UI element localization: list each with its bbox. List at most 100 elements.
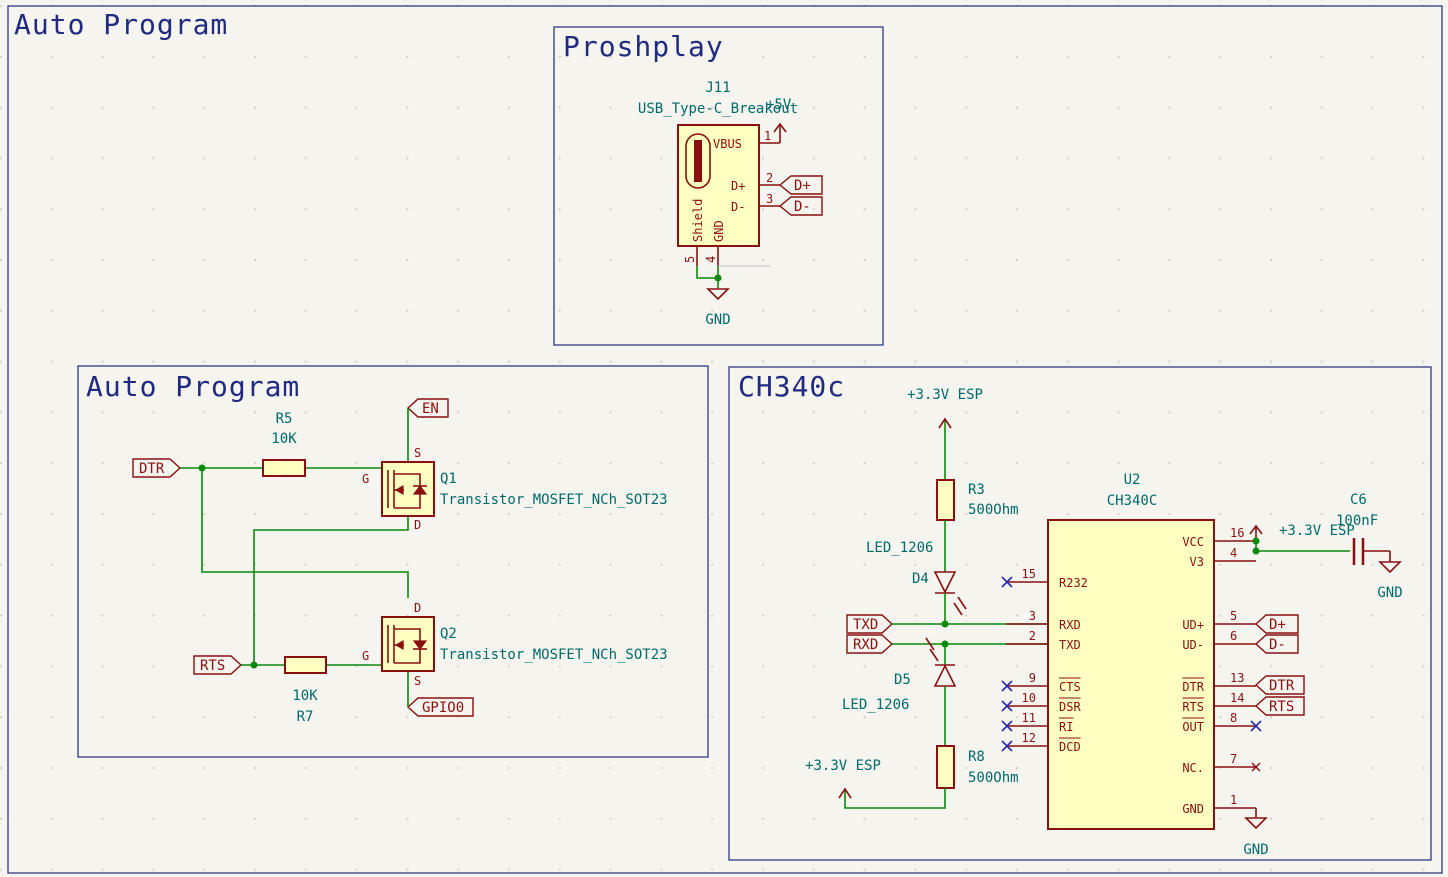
mosfet-q1[interactable]: S G D Q1 Transistor_MOSFET_NCh_SOT23 [362, 446, 668, 532]
u2-pin-name: RI [1059, 720, 1073, 734]
led-d5[interactable]: D5 LED_1206 [842, 637, 957, 713]
ch340c-frame: CH340c [728, 366, 1432, 861]
txd-label-ch340: TXD [846, 614, 894, 634]
j11-ref: J11 [705, 80, 730, 96]
j11-pin-vbus-name: VBUS [713, 137, 742, 151]
j11-pin-shield-name: Shield [691, 199, 705, 242]
u2-pin-name: UD- [1182, 638, 1204, 652]
power-3v3-vcc-label: +3.3V ESP [1279, 523, 1355, 539]
u2-pin-name: OUT [1182, 720, 1204, 734]
power-3v3-top: +3.3V ESP [907, 387, 983, 480]
u2-pin-name: RTS [1182, 700, 1204, 714]
rts-label-auto: RTS [193, 655, 243, 675]
gpio0-label: GPIO0 [406, 697, 474, 717]
sheet-frame [7, 5, 1443, 874]
gnd-j11-label: GND [705, 312, 730, 328]
q1-value: Transistor_MOSFET_NCh_SOT23 [440, 492, 668, 508]
u2-pin-num: 11 [1022, 711, 1036, 725]
svg-text:DTR: DTR [1269, 678, 1295, 694]
q2-ref: Q2 [440, 626, 457, 642]
j11-pin-dm-num: 3 [766, 192, 773, 206]
svg-text:GPIO0: GPIO0 [422, 700, 464, 716]
usb-dp-label: D+ [778, 175, 823, 195]
ic-u2-ch340c[interactable]: U2 CH340C [1047, 472, 1215, 830]
shield-gnd-wire [696, 266, 718, 279]
u2-pin-ud: 5UD+ [1182, 609, 1256, 632]
r8-value: 500Ohm [968, 770, 1019, 786]
r7-value: 10K [292, 688, 318, 704]
sheet-title: Auto Program [14, 8, 228, 41]
r7-ref: R7 [297, 709, 314, 725]
u2-pin-name: RXD [1059, 618, 1081, 632]
resistor-r8[interactable]: R8 500Ohm [936, 745, 1019, 789]
capacitor-c6[interactable]: C6 100nF GND [1336, 492, 1403, 601]
r3-value: 500Ohm [968, 502, 1019, 518]
q1-pin-g: G [362, 472, 369, 486]
d5-value: LED_1206 [842, 697, 909, 713]
dm-label-ch340: D- [1254, 634, 1299, 654]
svg-text:D+: D+ [1269, 617, 1286, 633]
rxd-label-ch340: RXD [846, 634, 894, 654]
power-5v-symbol: +5V [766, 97, 792, 143]
q2-pin-s: S [414, 674, 421, 688]
u2-ref: U2 [1124, 472, 1141, 488]
u2-pin-name: R232 [1059, 576, 1088, 590]
svg-text:D+: D+ [794, 178, 811, 194]
u2-pin-ud: 6UD- [1182, 629, 1256, 652]
dtr-label-ch340: DTR [1254, 675, 1305, 695]
r5-value: 10K [271, 431, 297, 447]
u2-pin-name: VCC [1182, 535, 1204, 549]
u2-value: CH340C [1107, 493, 1158, 509]
u2-pin-num: 2 [1029, 629, 1036, 643]
svg-text:D-: D- [794, 199, 811, 215]
u2-pin-num: 1 [1230, 793, 1237, 807]
usb-dm-label: D- [778, 196, 823, 216]
vcc-net: +3.3V ESP [1249, 523, 1355, 555]
svg-text:+3.3V ESP: +3.3V ESP [907, 387, 983, 403]
u2-pin-num: 16 [1230, 526, 1244, 540]
j11-pin-gnd-num: 4 [704, 256, 718, 263]
q2-value: Transistor_MOSFET_NCh_SOT23 [440, 647, 668, 663]
u2-pin-name: TXD [1059, 638, 1081, 652]
u2-pin-num: 14 [1230, 691, 1244, 705]
mosfet-q2[interactable]: D G S Q2 Transistor_MOSFET_NCh_SOT23 [362, 601, 668, 688]
resistor-r5[interactable]: R5 10K [262, 411, 306, 477]
u2-pin-num: 15 [1022, 567, 1036, 581]
u2-pin-name: NC. [1182, 761, 1204, 775]
d5-ref: D5 [894, 672, 911, 688]
svg-text:TXD: TXD [853, 617, 878, 633]
q1-pin-d: D [414, 518, 421, 532]
c6-value: 100nF [1336, 513, 1378, 529]
usb-c-port-icon [685, 133, 711, 189]
u2-pin-v3: 4V3 [1190, 546, 1256, 569]
power-3v3-bottom: +3.3V ESP [805, 758, 881, 799]
ch340c-title: CH340c [738, 370, 845, 403]
svg-text:RXD: RXD [853, 637, 878, 653]
gnd-c6-label: GND [1377, 585, 1402, 601]
u2-pin-name: GND [1182, 802, 1204, 816]
u2-pin-name: DTR [1182, 680, 1204, 694]
proshplay-title: Proshplay [563, 30, 724, 63]
svg-text:+3.3V ESP: +3.3V ESP [805, 758, 881, 774]
svg-text:D-: D- [1269, 637, 1286, 653]
j11-pin-dm-name: D- [731, 200, 745, 214]
j11-value: USB_Type-C_Breakout [638, 101, 798, 117]
j11-usb-connector[interactable]: J11 USB_Type-C_Breakout VBUS 1 D+ 2 D- 3… [638, 80, 798, 266]
u2-pin-name: DSR [1059, 700, 1081, 714]
u2-pin-num: 9 [1029, 671, 1036, 685]
q1-ref: Q1 [440, 471, 457, 487]
u2-pin-num: 4 [1230, 546, 1237, 560]
resistor-r7[interactable]: 10K R7 [284, 656, 327, 725]
r3-ref: R3 [968, 482, 985, 498]
dp-label-ch340: D+ [1254, 614, 1299, 634]
svg-text:GND: GND [1243, 842, 1268, 858]
j11-pin-gnd-name: GND [712, 220, 726, 242]
